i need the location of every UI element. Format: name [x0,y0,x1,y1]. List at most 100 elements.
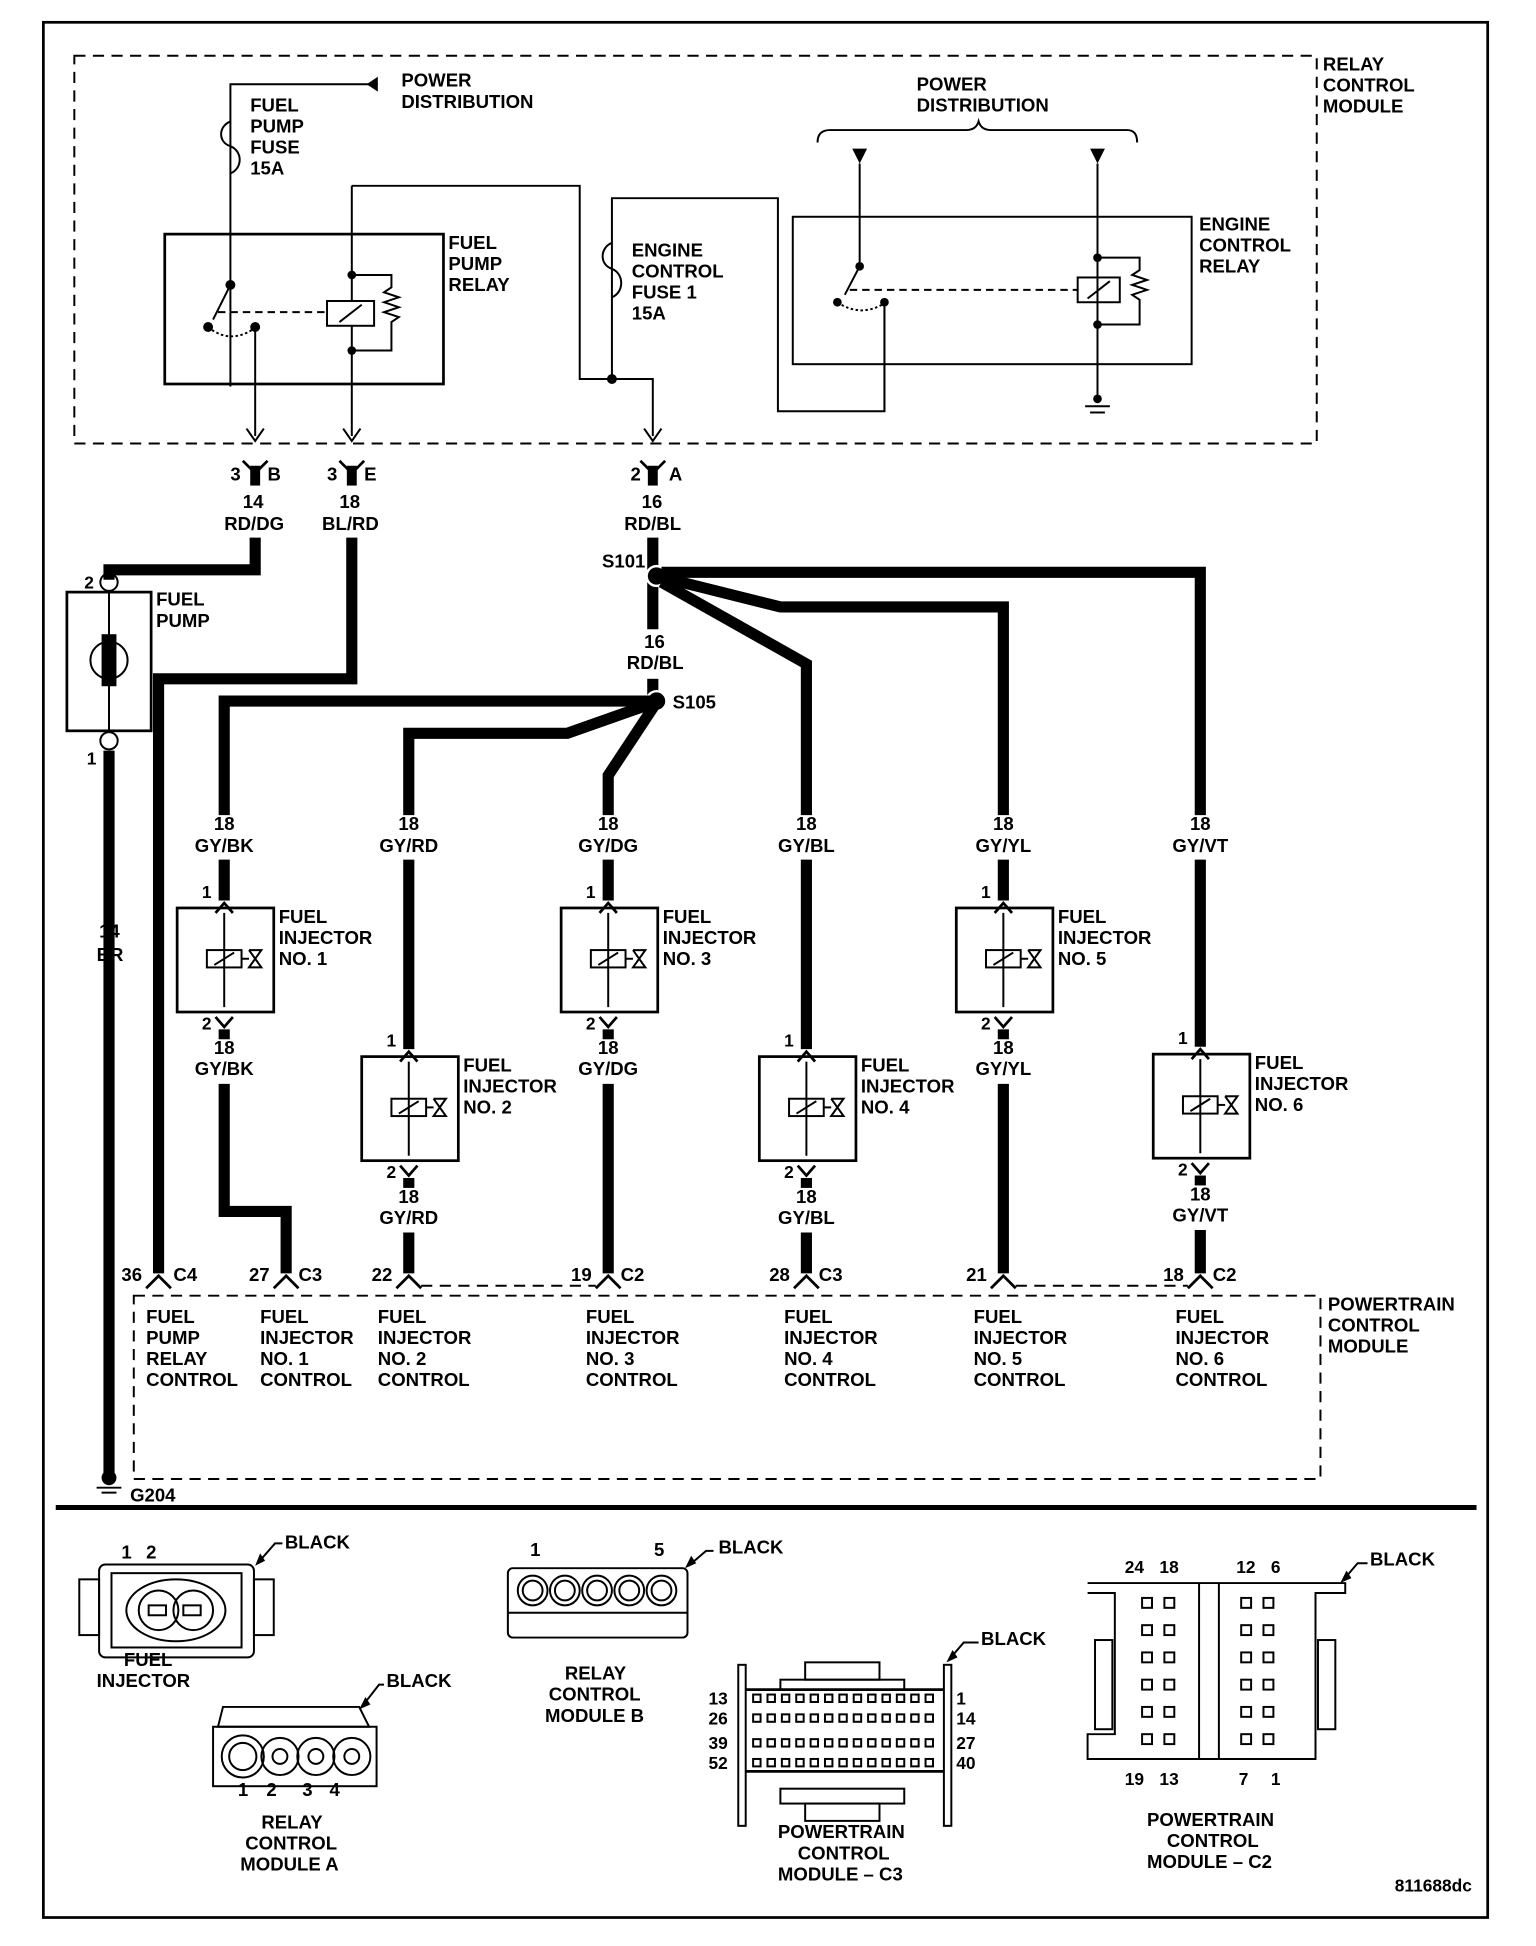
rcm-connector-b: 3 B 14 RD/DG [224,428,284,534]
fuel-pump: 2 M 1 FUEL PUMP [65,572,210,768]
power-arrow-icon [366,76,378,92]
wire-gy-bk [218,695,652,816]
pin-label: 1 [386,1031,396,1051]
valve-icon [829,1097,846,1118]
pin-label: 1 [981,882,991,902]
svg-text:CONTROL: CONTROL [1199,234,1291,255]
svg-text:15A: 15A [632,303,666,324]
pcm-injector-control-label: FUEL [586,1306,635,1327]
svg-text:RD/BL: RD/BL [624,513,681,534]
svg-text:C4: C4 [173,1264,197,1285]
wire-gauge: 18 [796,1186,817,1207]
injector-label: INJECTOR [463,1076,557,1097]
injector-label: INJECTOR [1058,927,1152,948]
svg-text:MODULE: MODULE [1323,96,1404,117]
fuel-pump-feed-wire [229,83,378,387]
wire-gauge: 18 [398,813,419,834]
figure-id: 811688dc [1395,1875,1472,1895]
wire-color: GY/DG [578,835,638,856]
injector-label: FUEL [1255,1052,1304,1073]
engine-control-relay-label: ENGINE CONTROL RELAY [1199,213,1291,276]
wire-gauge: 18 [993,1037,1014,1058]
svg-text:FUEL: FUEL [124,1649,173,1670]
svg-text:16: 16 [644,631,665,652]
engine-control-fuse-label: ENGINE CONTROL FUSE 1 15A [632,239,724,323]
svg-text:22: 22 [372,1264,393,1285]
svg-text:14: 14 [243,491,264,512]
pcm-injector-control-label: INJECTOR [784,1327,878,1348]
wire-color: GY/BK [195,835,254,856]
injector-label: NO. 6 [1255,1094,1304,1115]
svg-text:POWERTRAIN: POWERTRAIN [1147,1809,1274,1830]
injector-box [1151,1052,1252,1160]
svg-text:52: 52 [709,1753,728,1773]
injector-label: NO. 5 [1058,948,1107,969]
s101-s105-wire-label: 16 RD/BL [627,631,684,673]
svg-text:PUMP: PUMP [448,253,502,274]
svg-text:CONTROL: CONTROL [632,260,724,281]
svg-text:RELAY: RELAY [1199,256,1261,277]
rcm-a-wire [611,378,654,437]
injector-label: INJECTOR [861,1076,955,1097]
svg-text:CONTROL: CONTROL [549,1684,641,1705]
wire-gauge: 18 [796,813,817,834]
svg-text:1: 1 [1271,1769,1281,1789]
svg-text:E: E [364,464,376,485]
wire-color: GY/RD [379,1207,438,1228]
motor-icon [89,640,129,680]
injector-label: NO. 4 [861,1097,910,1118]
wire-gauge: 18 [398,1186,419,1207]
svg-text:RELAY: RELAY [448,274,510,295]
pin-label: 1 [586,882,596,902]
svg-text:POWERTRAIN: POWERTRAIN [778,1821,905,1842]
svg-text:DISTRIBUTION: DISTRIBUTION [401,91,533,112]
pcm-pin-fuel-pump: 36 C4 [121,1264,198,1290]
pcm-injector-control-label: INJECTOR [1176,1327,1270,1348]
svg-text:CONTROL: CONTROL [1328,1315,1420,1336]
svg-text:26: 26 [709,1708,729,1728]
svg-text:RELAY: RELAY [146,1348,208,1369]
svg-text:28: 28 [769,1264,790,1285]
svg-text:3: 3 [302,1779,312,1800]
svg-text:27: 27 [956,1733,975,1753]
svg-text:BLACK: BLACK [1370,1549,1436,1570]
pcm-injector-control-label: INJECTOR [378,1327,472,1348]
svg-text:18: 18 [339,491,360,512]
pcm-injector-control-label: NO. 5 [974,1348,1023,1369]
svg-text:FUEL: FUEL [448,232,497,253]
pcm-fuel-pump-relay-control-label: FUEL PUMP RELAY CONTROL [146,1306,238,1390]
svg-text:RD/BL: RD/BL [627,652,684,673]
pcm-injector-control-label: INJECTOR [260,1327,354,1348]
ground-g204: G204 [96,1470,176,1505]
wire-bl-rd [152,537,358,1274]
svg-text:6: 6 [1271,1557,1281,1577]
wire-gauge: 18 [214,1037,235,1058]
svg-text:19: 19 [1125,1769,1144,1789]
wire-gy-rd [403,698,654,816]
wire-gauge: 18 [1190,813,1211,834]
svg-text:3: 3 [230,464,240,485]
svg-text:1: 1 [956,1688,966,1708]
svg-text:7: 7 [1239,1769,1249,1789]
svg-text:24: 24 [1125,1557,1145,1577]
injector-label: INJECTOR [279,927,373,948]
relay-control-module-label: RELAY CONTROL MODULE [1323,54,1415,117]
svg-text:RELAY: RELAY [261,1811,323,1832]
svg-text:1: 1 [121,1541,131,1562]
pcm-injector-control-label: CONTROL [1176,1369,1268,1390]
injector-label: INJECTOR [1255,1073,1349,1094]
injector-label: FUEL [1058,906,1107,927]
svg-text:13: 13 [1159,1769,1179,1789]
pin-label: 2 [981,1013,991,1033]
svg-text:FUEL: FUEL [156,589,205,610]
pcm-pin: 22 [372,1264,423,1290]
svg-text:CONTROL: CONTROL [1323,75,1415,96]
wire-gy-yl [660,571,1009,816]
svg-text:FUEL: FUEL [146,1306,195,1327]
svg-text:PUMP: PUMP [250,116,304,137]
wire-gy-bl [658,577,812,816]
fuel-pump-fuse-icon [220,120,241,175]
valve-icon [247,949,264,969]
